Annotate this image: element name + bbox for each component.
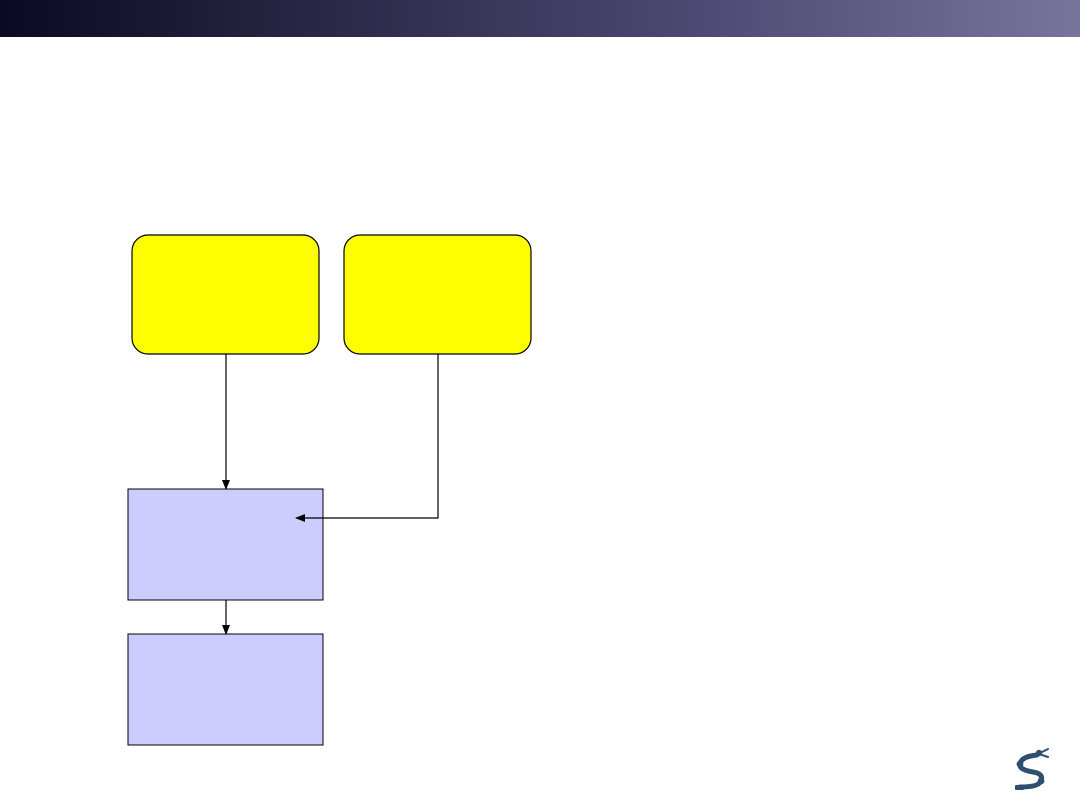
bottom-output-box: [127, 633, 324, 746]
header-band: [0, 0, 1080, 37]
middle-process-box: [127, 488, 324, 601]
robot-arm-s-logo-icon: [1015, 748, 1049, 790]
edge-right-to-middle: [295, 354, 439, 522]
source-right-box: [343, 234, 532, 355]
source-left-box: [131, 234, 320, 355]
